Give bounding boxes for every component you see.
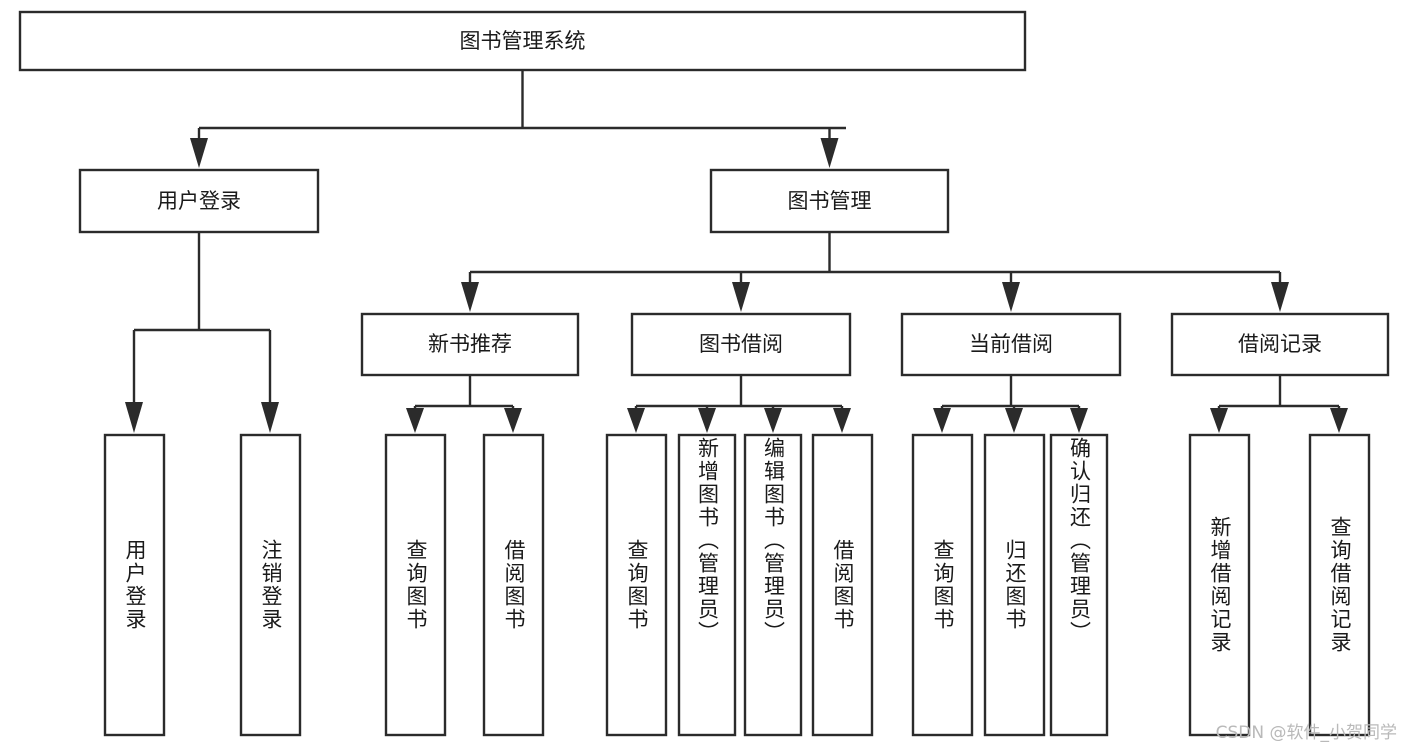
leaf-box-rec-query[interactable] xyxy=(384,433,447,737)
arrowhead-leaf-rec-borrow xyxy=(504,408,522,433)
node-book-borrow[interactable]: 图书借阅 xyxy=(630,312,852,377)
arrowhead-leaf-borrow-query xyxy=(627,408,645,433)
node-user-login-box[interactable] xyxy=(78,168,320,234)
arrowhead-leaf-user-login xyxy=(125,402,143,433)
arrowhead-leaf-user-logout xyxy=(261,402,279,433)
leaf-box-rec-add[interactable] xyxy=(1188,433,1251,737)
arrowhead-borrow-record xyxy=(1271,282,1289,312)
node-new-book-rec[interactable]: 新书推荐 xyxy=(360,312,580,377)
node-book-manage[interactable]: 图书管理 xyxy=(709,168,950,234)
leaf-box-cur-return[interactable] xyxy=(983,433,1046,737)
node-current-borrow[interactable]: 当前借阅 xyxy=(900,312,1122,377)
node-borrow-record[interactable]: 借阅记录 xyxy=(1170,312,1390,377)
leaf-box-borrow-do[interactable] xyxy=(811,433,874,737)
leaf-box-rec-search[interactable] xyxy=(1308,433,1371,737)
arrowhead-book-manage xyxy=(820,138,839,168)
node-current-borrow-label: 当前借阅 xyxy=(969,332,1053,356)
node-new-book-rec-label: 新书推荐 xyxy=(428,332,512,356)
arrowhead-leaf-cur-return xyxy=(1005,408,1023,433)
leaf-box-user-login[interactable] xyxy=(103,433,166,737)
leaf-box-borrow-add[interactable] xyxy=(677,433,737,737)
csdn-watermark: CSDN @软件_小贺同学 xyxy=(1215,723,1397,743)
arrowhead-leaf-rec-query xyxy=(406,408,424,433)
node-book-borrow-box[interactable] xyxy=(630,312,852,377)
connector-group-borrow-record xyxy=(1210,375,1348,433)
connector-group-new-book-rec xyxy=(406,375,522,433)
node-user-login-label: 用户登录 xyxy=(157,189,241,213)
arrowhead-leaf-cur-confirm xyxy=(1070,408,1088,433)
arrowhead-leaf-rec-search xyxy=(1330,408,1348,433)
leaf-box-cur-confirm[interactable] xyxy=(1049,433,1109,737)
node-new-book-rec-box[interactable] xyxy=(360,312,580,377)
arrowhead-leaf-borrow-add xyxy=(698,408,716,433)
arrowhead-leaf-borrow-do xyxy=(833,408,851,433)
node-user-login[interactable]: 用户登录 xyxy=(78,168,320,234)
node-root-label: 图书管理系统 xyxy=(460,29,586,53)
leaf-box-user-logout[interactable] xyxy=(239,433,302,737)
connector-group-user-login xyxy=(125,232,279,433)
arrowhead-leaf-cur-query xyxy=(933,408,951,433)
arrowhead-user-login xyxy=(190,138,208,168)
connector-group-root xyxy=(190,70,846,168)
arrowhead-new-book-rec xyxy=(461,282,479,312)
arrowhead-leaf-rec-add xyxy=(1210,408,1228,433)
node-borrow-record-label: 借阅记录 xyxy=(1238,332,1322,356)
leaf-box-cur-query[interactable] xyxy=(911,433,974,737)
connector-group-current-borrow xyxy=(933,375,1088,433)
node-borrow-record-box[interactable] xyxy=(1170,312,1390,377)
arrowhead-current-borrow xyxy=(1002,282,1020,312)
node-root[interactable]: 图书管理系统 xyxy=(18,10,1027,72)
leaf-box-rec-borrow[interactable] xyxy=(482,433,545,737)
leaf-boxes xyxy=(103,433,1371,737)
arrowhead-leaf-borrow-edit xyxy=(764,408,782,433)
node-book-manage-box[interactable] xyxy=(709,168,950,234)
connector-group-book-manage xyxy=(461,232,1289,312)
node-current-borrow-box[interactable] xyxy=(900,312,1122,377)
arrowhead-book-borrow xyxy=(732,282,750,312)
node-root-box[interactable] xyxy=(18,10,1027,72)
node-book-borrow-label: 图书借阅 xyxy=(699,332,783,356)
node-book-manage-label: 图书管理 xyxy=(788,189,872,213)
leaf-box-borrow-edit[interactable] xyxy=(743,433,803,737)
leaf-box-borrow-query[interactable] xyxy=(605,433,668,737)
connector-group-book-borrow xyxy=(627,375,851,433)
